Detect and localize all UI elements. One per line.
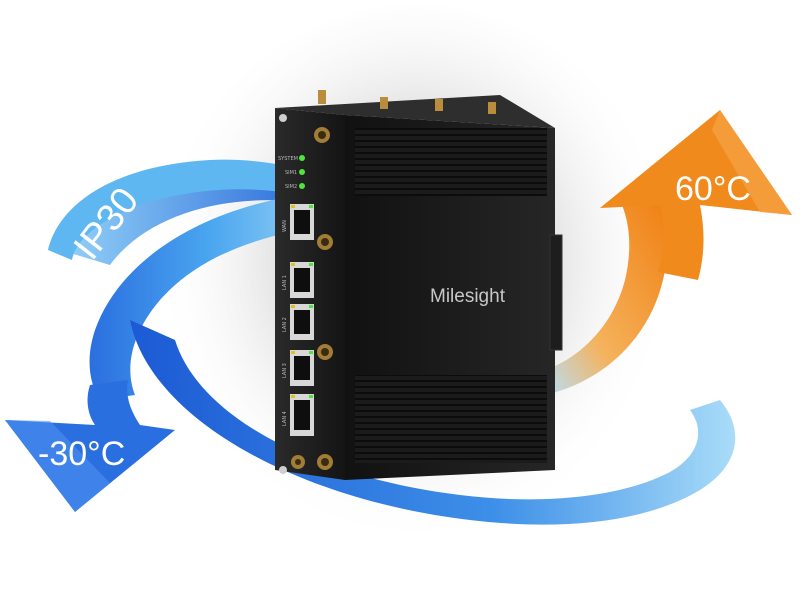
led-label-sim1: SIM1 — [285, 170, 297, 176]
vent-grille-bottom — [355, 375, 547, 463]
antenna-icon — [318, 90, 496, 114]
screw — [279, 114, 287, 122]
temp-low-label: -30°C — [38, 435, 125, 473]
arrow-up-right-highlight — [712, 110, 792, 215]
port-wan — [290, 204, 314, 240]
led-label-system: SYSTEM — [278, 156, 298, 162]
device-top-panel — [275, 95, 555, 128]
ip30-band — [48, 159, 322, 260]
screw — [279, 466, 287, 474]
brand-logo: Milesight — [430, 286, 506, 307]
front-antenna-connectors — [291, 127, 333, 470]
temp-high-label: 60°C — [675, 170, 751, 208]
router-device: SYSTEM SIM1 SIM2 — [275, 90, 563, 480]
status-leds: SYSTEM SIM1 SIM2 — [278, 155, 305, 190]
port-label-wan: WAN — [282, 220, 288, 232]
orange-arc-right — [545, 200, 669, 395]
arrow-down-left-highlight — [5, 420, 110, 512]
arrow-down-left-icon — [5, 380, 175, 512]
ethernet-ports: WAN LAN 1 LAN 2 LAN 3 LAN 4 — [282, 204, 314, 436]
vent-grille-top — [355, 128, 547, 196]
din-rail-clip — [549, 234, 563, 351]
port-lan-2 — [290, 304, 314, 340]
port-label-lan2: LAN 2 — [282, 317, 288, 332]
port-lan-3 — [290, 350, 314, 386]
port-label-lan1: LAN 1 — [282, 275, 288, 290]
port-lan-4 — [290, 394, 314, 436]
port-label-lan4: LAN 4 — [282, 411, 288, 426]
led-label-sim2: SIM2 — [285, 184, 297, 190]
port-lan-1 — [290, 262, 314, 298]
port-label-lan3: LAN 3 — [282, 363, 288, 378]
ring-back-arc — [60, 164, 320, 265]
